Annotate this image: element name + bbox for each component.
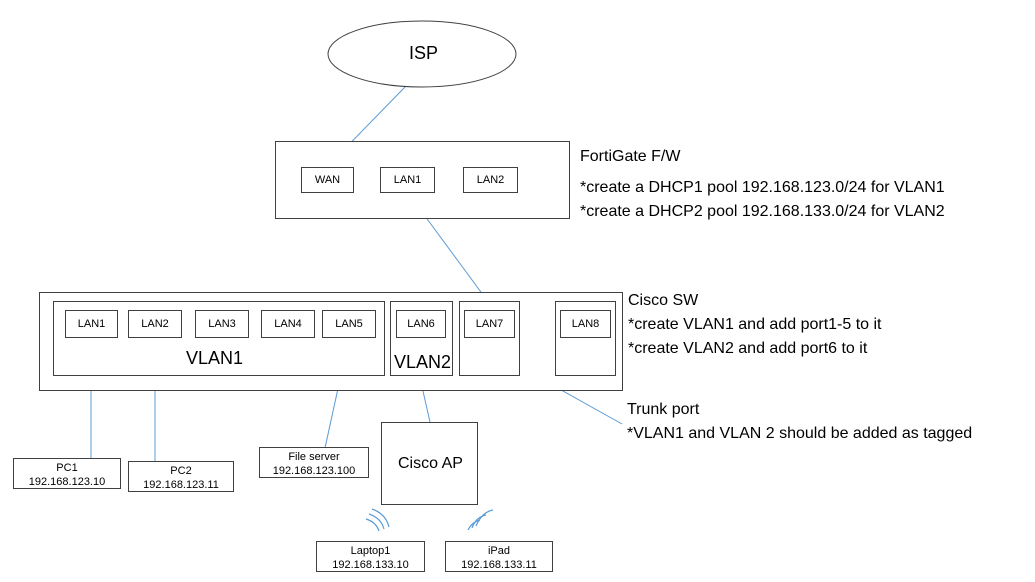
fortigate-title: FortiGate F/W bbox=[580, 148, 681, 165]
sw-port-lan7: LAN7 bbox=[464, 310, 515, 338]
switch-title: Cisco SW bbox=[628, 292, 699, 309]
host-ipad: iPad 192.168.133.11 bbox=[445, 541, 553, 572]
host-file-server-ip: 192.168.123.100 bbox=[272, 465, 356, 477]
host-pc2: PC2 192.168.123.11 bbox=[128, 461, 234, 492]
switch-note-1: *create VLAN1 and add port1-5 to it bbox=[628, 316, 882, 333]
host-pc2-name: PC2 bbox=[170, 465, 192, 477]
sw-port-lan2: LAN2 bbox=[128, 310, 182, 338]
fw-port-lan1: LAN1 bbox=[380, 167, 435, 193]
host-pc1: PC1 192.168.123.10 bbox=[13, 458, 121, 489]
switch-note-2: *create VLAN2 and add port6 to it bbox=[628, 340, 868, 357]
sw-port-lan1: LAN1 bbox=[65, 310, 118, 338]
host-laptop1-name: Laptop1 bbox=[350, 545, 391, 557]
cisco-ap-label: Cisco AP bbox=[398, 455, 463, 472]
fortigate-note-1: *create a DHCP1 pool 192.168.123.0/24 fo… bbox=[580, 179, 945, 196]
host-laptop1-ip: 192.168.133.10 bbox=[332, 559, 409, 571]
cisco-ap-box bbox=[381, 422, 478, 505]
wireless-icon-ipad bbox=[467, 509, 494, 531]
host-ipad-ip: 192.168.133.11 bbox=[461, 559, 537, 571]
isp-cloud bbox=[327, 20, 517, 88]
vlan2-label: VLAN2 bbox=[394, 352, 452, 372]
sw-port-lan5: LAN5 bbox=[322, 310, 376, 338]
sw-port-lan8: LAN8 bbox=[560, 310, 611, 338]
sw-port-lan6: LAN6 bbox=[396, 310, 446, 338]
host-laptop1: Laptop1 192.168.133.10 bbox=[316, 541, 425, 572]
host-pc2-ip: 192.168.123.11 bbox=[143, 479, 219, 491]
host-file-server: File server 192.168.123.100 bbox=[259, 447, 369, 478]
fw-port-wan: WAN bbox=[301, 167, 354, 193]
wireless-icon-laptop bbox=[365, 508, 390, 532]
fw-port-lan2: LAN2 bbox=[463, 167, 518, 193]
host-ipad-name: iPad bbox=[487, 545, 511, 557]
sw-port-lan4: LAN4 bbox=[261, 310, 315, 338]
sw-port-lan3: LAN3 bbox=[195, 310, 249, 338]
vlan1-label: VLAN1 bbox=[186, 348, 244, 368]
trunk-note: *VLAN1 and VLAN 2 should be added as tag… bbox=[627, 425, 973, 442]
isp-label: ISP bbox=[409, 43, 439, 63]
host-pc1-name: PC1 bbox=[56, 462, 78, 474]
trunk-title: Trunk port bbox=[627, 401, 700, 418]
host-file-server-name: File server bbox=[288, 451, 340, 463]
host-pc1-ip: 192.168.123.10 bbox=[28, 476, 106, 488]
fortigate-note-2: *create a DHCP2 pool 192.168.133.0/24 fo… bbox=[580, 203, 945, 220]
